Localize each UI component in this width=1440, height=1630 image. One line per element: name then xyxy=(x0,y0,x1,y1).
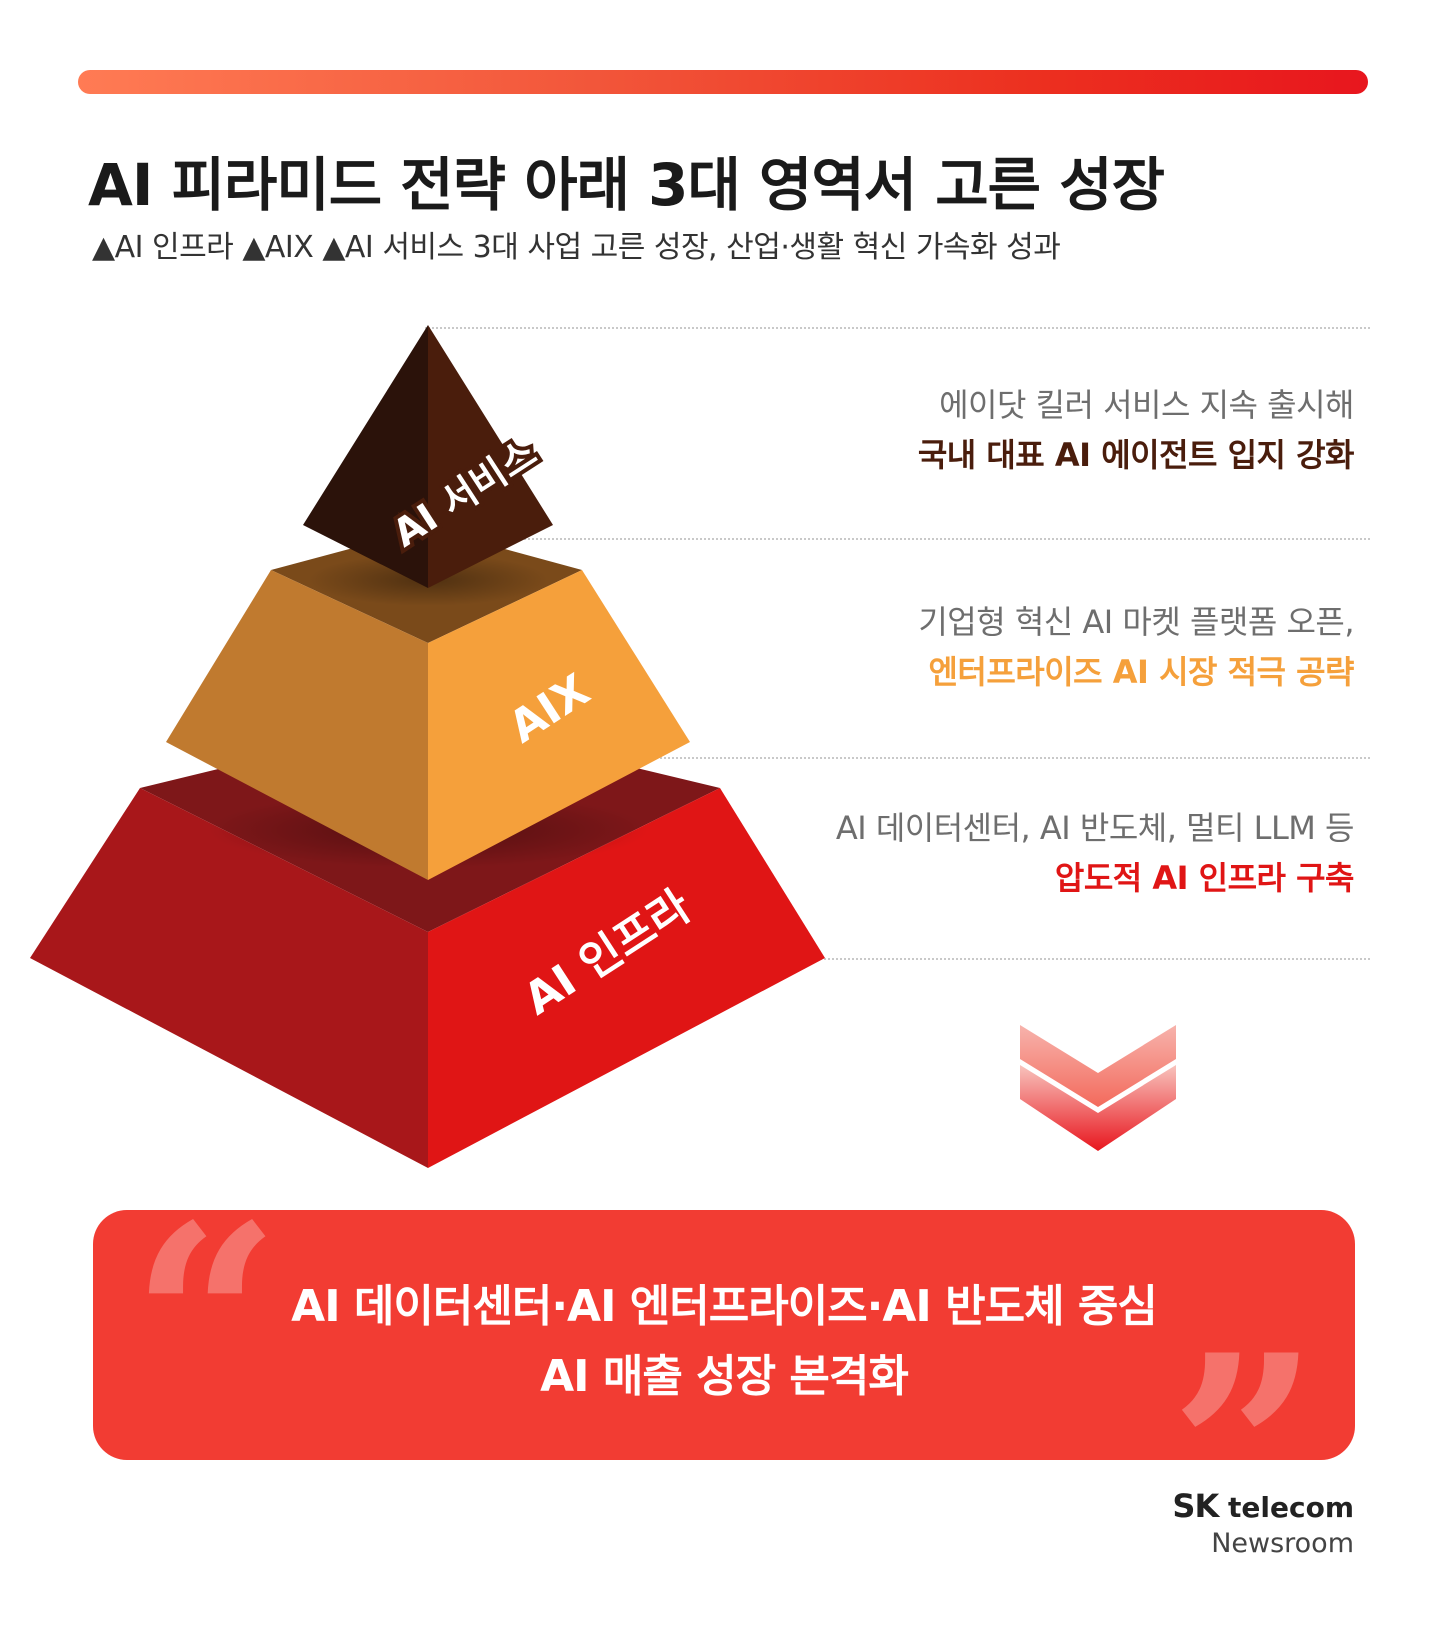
desc-ai-service-line2: 국내 대표 AI 에이전트 입지 강화 xyxy=(917,436,1355,474)
close-quote-icon: ” xyxy=(1169,1299,1319,1604)
quote-line2: AI 매출 성장 본격화 xyxy=(540,1351,909,1402)
desc-aix: 기업형 혁신 AI 마켓 플랫폼 오픈, 엔터프라이즈 AI 시장 적극 공략 xyxy=(918,597,1354,697)
page-title: AI 피라미드 전략 아래 3대 영역서 고른 성장 xyxy=(88,151,1165,219)
logo-sk: SK xyxy=(1172,1487,1219,1525)
divider-aix xyxy=(640,757,1370,759)
desc-ai-service-line1: 에이닷 킬러 서비스 지속 출시해 xyxy=(939,386,1354,424)
desc-aix-line1: 기업형 혁신 AI 마켓 플랫폼 오픈, xyxy=(918,603,1354,641)
desc-ai-service: 에이닷 킬러 서비스 지속 출시해 국내 대표 AI 에이전트 입지 강화 xyxy=(917,380,1355,480)
logo-brand: SK telecom xyxy=(1172,1488,1354,1526)
ai-pyramid-diagram: AI 서비스 AIX AI 인프라 xyxy=(30,325,825,1168)
logo-newsroom: Newsroom xyxy=(1211,1528,1354,1559)
quote-box: “ ” AI 데이터센터·AI 엔터프라이즈·AI 반도체 중심 AI 매출 성… xyxy=(93,1192,1355,1582)
quote-line1: AI 데이터센터·AI 엔터프라이즈·AI 반도체 중심 xyxy=(291,1281,1158,1332)
open-quote-icon: “ xyxy=(131,1169,281,1474)
pyramid-tier-ai-service xyxy=(303,325,553,588)
desc-ai-infra-line2: 압도적 AI 인프라 구축 xyxy=(1054,859,1355,897)
divider-services xyxy=(520,538,1370,540)
top-accent-bar xyxy=(78,70,1368,94)
desc-aix-line2: 엔터프라이즈 AI 시장 적극 공략 xyxy=(928,653,1354,691)
divider-infra xyxy=(780,958,1370,960)
quote-text: AI 데이터센터·AI 엔터프라이즈·AI 반도체 중심 AI 매출 성장 본격… xyxy=(93,1272,1355,1412)
chevron-down-icon xyxy=(1020,1025,1176,1151)
desc-ai-infra-line1: AI 데이터센터, AI 반도체, 멀티 LLM 등 xyxy=(835,809,1355,847)
logo-telecom: telecom xyxy=(1228,1491,1354,1524)
divider-top xyxy=(425,327,1370,329)
desc-ai-infra: AI 데이터센터, AI 반도체, 멀티 LLM 등 압도적 AI 인프라 구축 xyxy=(835,803,1355,903)
page-subtitle: ▲AI 인프라 ▲AIX ▲AI 서비스 3대 사업 고른 성장, 산업·생활 … xyxy=(92,230,1061,265)
sk-telecom-newsroom-logo: SK telecom Newsroom xyxy=(1172,1488,1354,1562)
